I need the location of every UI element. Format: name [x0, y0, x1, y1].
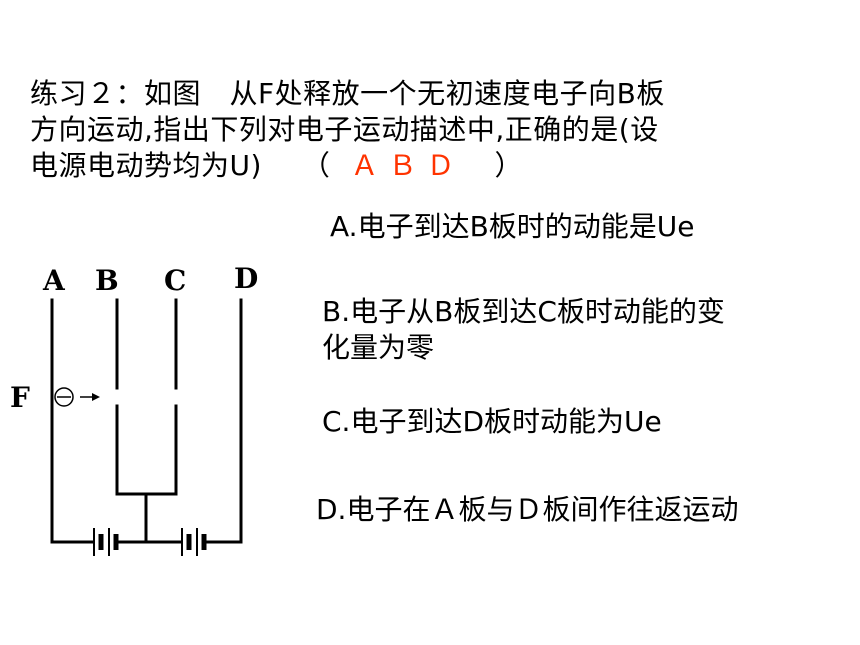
option-a: A.电子到达B板时的动能是Ue [330, 210, 695, 243]
question-text: 练习２：如图 从F处释放一个无初速度电子向B板 方向运动,指出下列对电子运动描述… [30, 76, 810, 184]
answer-text: ＡＢＤ [350, 149, 465, 182]
arrow-right-icon [80, 393, 100, 401]
plate-label-a: A [43, 264, 65, 297]
question-line-3: 电源电动势均为U) （ ＡＢＤ ） [30, 148, 810, 184]
plate-label-d: D [234, 262, 259, 295]
option-d: D.电子在Ａ板与Ｄ板间作往返运动 [316, 493, 739, 526]
question-line-3-text: 电源电动势均为U) [30, 149, 262, 182]
answer-paren-close: ） [494, 149, 523, 182]
option-b-line-2: 化量为零 [322, 331, 435, 364]
plate-label-b: B [95, 264, 119, 297]
option-c: C.电子到达D板时动能为Ue [322, 405, 662, 438]
question-line-1: 练习２：如图 从F处释放一个无初速度电子向B板 [30, 77, 665, 110]
option-b-line-1: B.电子从B板到达C板时动能的变 [322, 295, 725, 328]
option-b: B.电子从B板到达C板时动能的变 化量为零 [322, 294, 725, 366]
question-line-2: 方向运动,指出下列对电子运动描述中,正确的是(设 [30, 113, 659, 146]
point-label-f: F [10, 381, 30, 414]
plate-label-c: C [164, 264, 187, 297]
battery-right-icon [181, 528, 207, 556]
answer-paren-open: （ [301, 149, 331, 182]
battery-left-icon [93, 528, 119, 556]
electron-icon [54, 387, 74, 407]
